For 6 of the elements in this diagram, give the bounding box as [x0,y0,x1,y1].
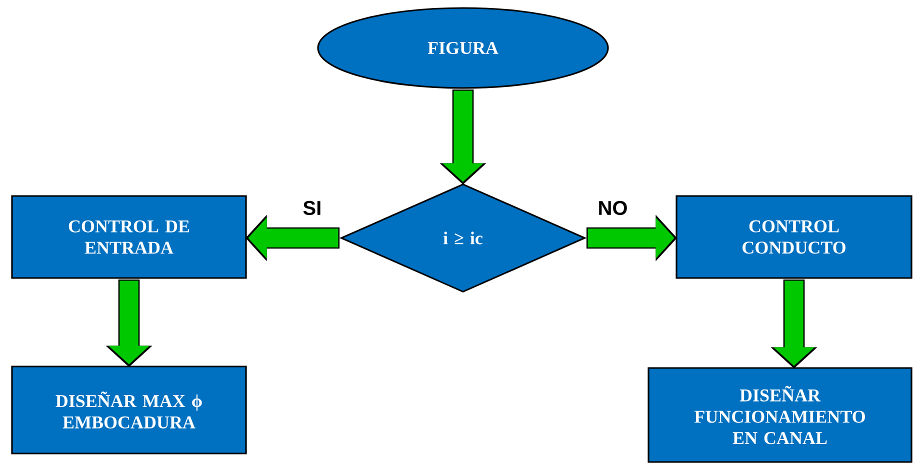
process-box: CONTROL DE ENTRADA [11,195,247,279]
edge-label: NO [596,200,630,216]
process-box: DISEÑAR MAX ϕ EMBOCADURA [11,366,247,454]
edge-label: SI [301,200,323,216]
process-box: DISEÑAR FUNCIONAMIENTO EN CANAL [648,367,912,463]
process-box: CONTROL CONDUCTO [676,195,912,279]
